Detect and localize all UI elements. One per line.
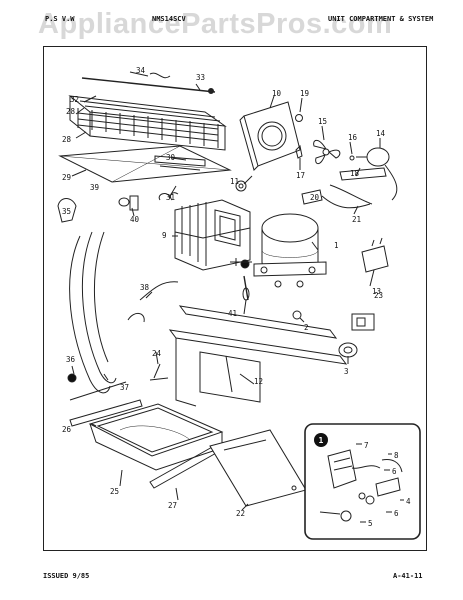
part-label-17: 17 [296,171,305,180]
part-label-15: 15 [318,117,327,126]
drain-pan [88,403,224,471]
part-label-33: 33 [196,73,205,82]
part-label-32: 32 [70,95,79,104]
part-label-2: 2 [304,323,309,332]
part-label-28: 28 [62,135,72,144]
part-label-16: 16 [348,133,358,142]
inset-part-label-6: 6 [394,509,399,518]
part-label-25: 25 [110,487,119,496]
part-label-26: 26 [62,425,72,434]
part-label-27: 27 [168,501,177,510]
part-label-37: 37 [120,383,129,392]
part-label-29: 29 [62,173,71,182]
base-rails [168,305,348,407]
part-label-12: 12 [254,377,263,386]
inset-number-label: 1 [319,436,324,445]
part-label-21: 21 [352,215,361,224]
part-label-39: 39 [90,183,99,192]
part-label-14: 14 [376,129,386,138]
relay-detail-inset: 1 7 8 6 4 6 5 [304,423,421,540]
part-label-28a: 28 [66,107,76,116]
header-section-title: UNIT COMPARTMENT & SYSTEM [328,15,434,23]
inset-part-label-4: 4 [406,497,411,506]
part-label-9: 9 [162,231,167,240]
watermark: AppliancePartsPros.com [38,8,393,40]
part-label-23: 23 [374,291,383,300]
drain-tubing [69,231,127,401]
inset-part-label-6a: 6 [392,467,397,476]
diagram-frame [43,46,427,551]
issue-date: ISSUED 9/85 [43,572,90,580]
fan-shroud [239,101,301,171]
part-label-22: 22 [236,509,245,518]
part-label-35: 35 [62,207,71,216]
part-label-18: 18 [350,169,360,178]
page-code: A-41-11 [393,572,423,580]
shield-plate [58,145,232,183]
access-cover-panel [209,429,307,507]
inset-part-label-5: 5 [368,519,373,528]
fan-blade [313,139,341,165]
part-label-40: 40 [130,215,140,224]
part-label-11: 11 [230,177,239,186]
part-label-20: 20 [310,193,320,202]
part-label-30: 30 [166,153,176,162]
header-model-number: NMS14SCV [152,15,186,23]
header-left-code: P.S V.W [45,15,75,23]
compressor [253,213,327,288]
part-label-31: 31 [166,193,175,202]
part-label-24: 24 [152,349,162,358]
part-label-34: 34 [136,66,146,75]
fan-motor [356,147,398,201]
part-label-41: 41 [228,309,237,318]
part-label-3: 3 [344,367,349,376]
heat-exchanger-coil [174,199,251,271]
condenser-coil [68,95,227,151]
part-label-1: 1 [334,241,339,250]
inset-part-label-8: 8 [394,451,399,460]
part-label-13: 13 [372,287,381,296]
part-label-36: 36 [66,355,76,364]
inset-part-label-7: 7 [364,441,369,450]
part-label-10: 10 [272,89,282,98]
part-label-38: 38 [140,283,150,292]
part-label-19: 19 [300,89,309,98]
